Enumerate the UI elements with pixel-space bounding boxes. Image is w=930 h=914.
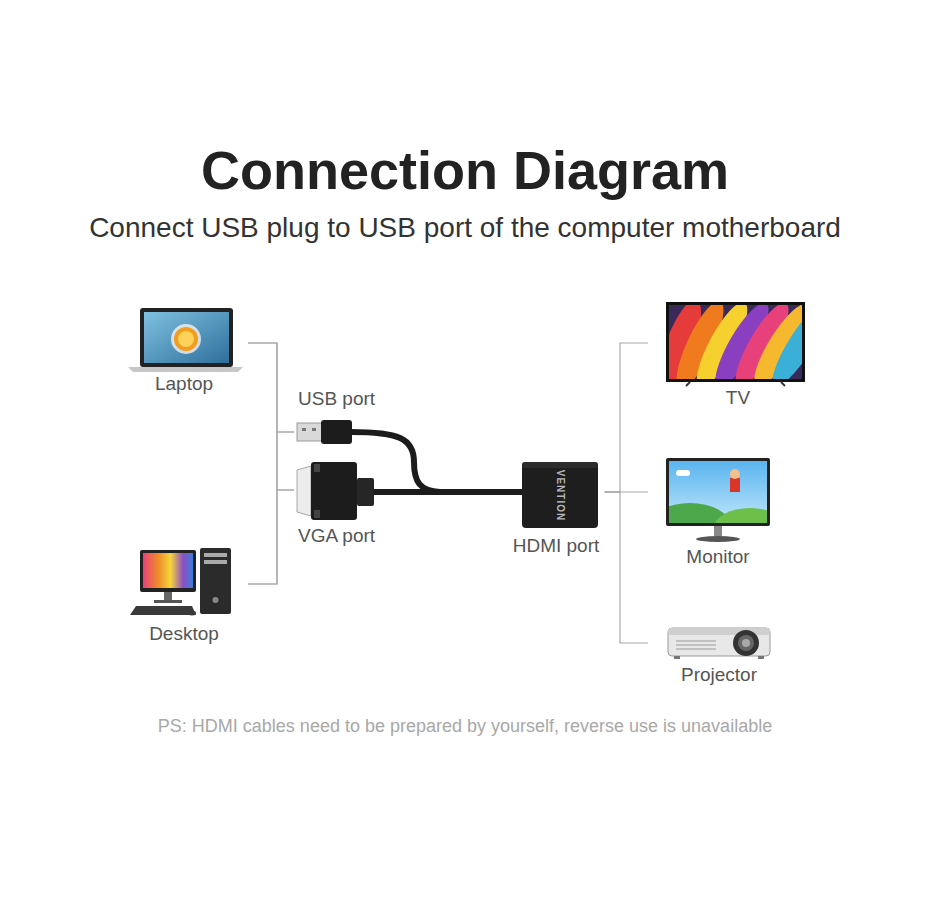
node-label: Projector	[681, 664, 757, 686]
node-label: Monitor	[686, 546, 749, 568]
node-label: Laptop	[155, 373, 213, 395]
brand-mark: VENTION	[554, 466, 567, 526]
device-label-box: Desktop	[120, 540, 248, 648]
port-box: VGA port	[294, 458, 382, 550]
bracket-connector	[248, 432, 294, 584]
bracket-connector	[248, 490, 294, 584]
monitor-icon	[650, 458, 786, 548]
desktop-icon	[130, 548, 231, 616]
bracket-connector	[605, 343, 649, 492]
bracket-connector	[248, 343, 294, 490]
tv-icon	[650, 295, 835, 395]
laptop-icon	[128, 308, 243, 372]
vga-plug	[297, 462, 524, 520]
adapter-box	[522, 462, 598, 528]
node-label: VGA port	[298, 525, 375, 547]
subtitle: Connect USB plug to USB port of the comp…	[0, 210, 930, 245]
note: PS: HDMI cables need to be prepared by y…	[0, 715, 930, 738]
device-label-box: Projector	[648, 618, 790, 689]
device-label-box: TV	[648, 296, 828, 412]
device-label-box: Monitor	[648, 452, 788, 571]
port-box: USB port	[294, 388, 382, 448]
node-label: TV	[726, 387, 750, 409]
port-box: HDMI port	[508, 456, 605, 560]
bracket-connector	[248, 343, 294, 432]
bracket-connector	[605, 492, 649, 643]
node-label: HDMI port	[513, 535, 600, 557]
projector-icon	[668, 628, 770, 659]
node-label: Desktop	[149, 623, 219, 645]
title: Connection Diagram	[0, 138, 930, 202]
device-label-box: Laptop	[120, 300, 248, 398]
node-label: USB port	[298, 388, 375, 410]
